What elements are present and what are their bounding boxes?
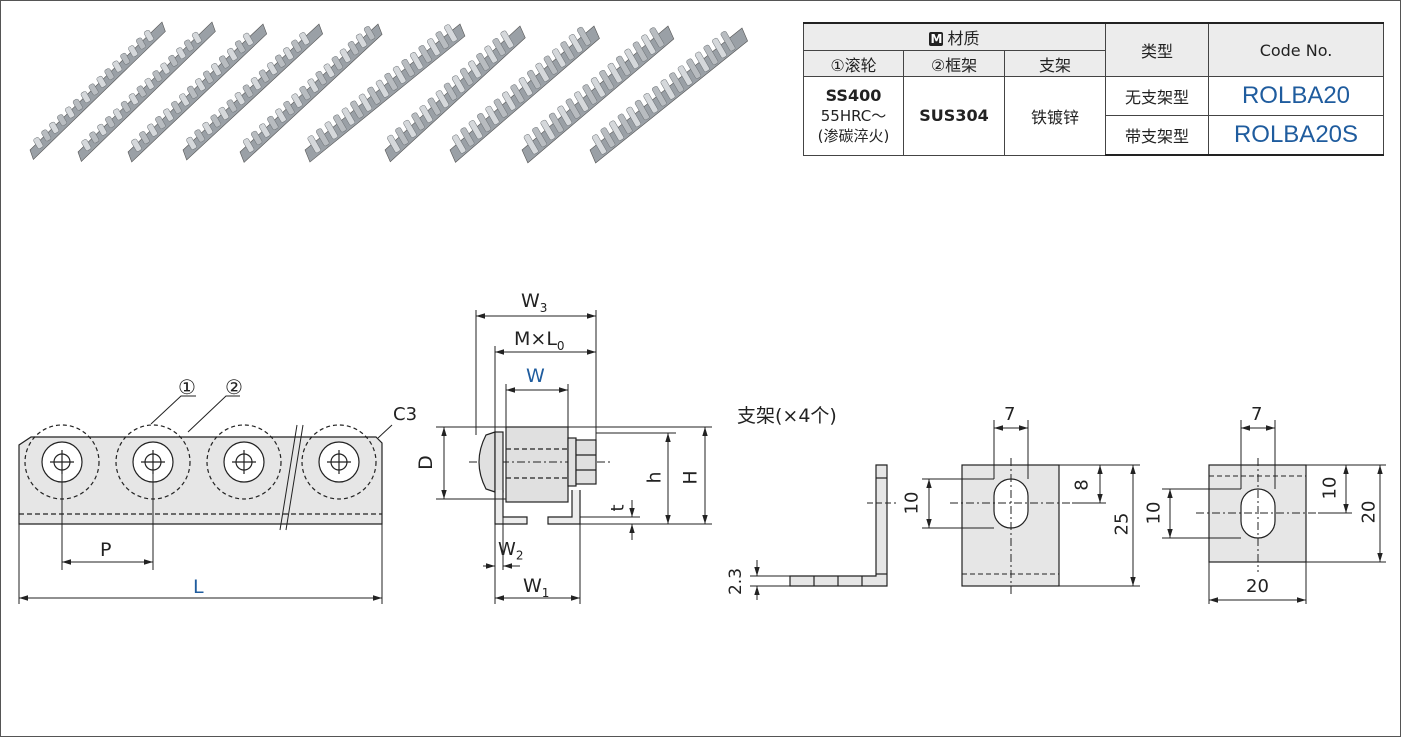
v1-width-label: 7: [1004, 404, 1016, 425]
roller-strip: [384, 25, 526, 163]
roller-callout: ①: [178, 375, 196, 399]
d-label: D: [414, 455, 437, 470]
h-big-label: H: [679, 470, 702, 485]
pitch-label: P: [100, 539, 112, 561]
v1-height-label: 25: [1111, 512, 1133, 536]
w3-label: W3: [521, 292, 547, 314]
material-header: 材质: [947, 29, 980, 48]
roller-strip: [29, 21, 166, 160]
bracket-side-view: [750, 464, 896, 600]
w2-label: W2: [498, 541, 523, 562]
bracket-title: 支架(×4个): [737, 405, 837, 427]
w1-label: W1: [523, 577, 549, 599]
roller-strip: [589, 27, 748, 164]
w1-sub: 1: [541, 585, 550, 600]
t-label: t: [607, 504, 629, 512]
v2-offset-label: 10: [1319, 476, 1341, 500]
bracket-header: 支架: [1004, 50, 1106, 77]
w-label: W: [526, 365, 545, 387]
length-label: L: [193, 576, 204, 598]
frame-material: SUS304: [903, 76, 1005, 156]
section-view: [436, 310, 712, 604]
v1-offset-label: 8: [1071, 479, 1093, 491]
roller-strip: [449, 25, 600, 163]
mxl-sub: 0: [556, 338, 565, 353]
mxl-text: M×L: [514, 328, 557, 350]
roller-3: [206, 424, 282, 500]
w2-sub: 2: [515, 548, 524, 563]
type-header: 类型: [1105, 22, 1209, 77]
mxl-label: M×L0: [514, 330, 565, 352]
roller-material-hardness: 55HRC～: [820, 106, 887, 125]
v2-height-label: 20: [1358, 500, 1380, 524]
material-badge: M: [929, 32, 944, 46]
w3-sub: 3: [539, 300, 548, 315]
roller-strip: [239, 23, 383, 163]
code-row-2: ROLBA20S: [1208, 115, 1384, 156]
v2-slot-label: 10: [1143, 501, 1165, 525]
code-header: Code No.: [1208, 22, 1384, 77]
bracket-thickness: 2.3: [726, 567, 747, 596]
frame-header: ②框架: [903, 50, 1005, 77]
chamfer-label: C3: [393, 404, 418, 425]
type-row-2: 带支架型: [1105, 115, 1209, 156]
roller-strip: [182, 23, 324, 161]
roller-strip: [127, 23, 268, 163]
roller-header: ①滚轮: [803, 50, 904, 77]
code-row-1: ROLBA20: [1208, 76, 1384, 116]
frame-callout: ②: [225, 375, 243, 399]
front-view: [18, 395, 393, 604]
w2-text: W: [498, 539, 516, 560]
bracket-front-view: [922, 420, 1140, 596]
roller-strip: [77, 21, 216, 162]
roller-material: SS400 55HRC～ (渗碳淬火): [803, 76, 904, 156]
w3-text: W: [521, 290, 540, 312]
type-row-1: 无支架型: [1105, 76, 1209, 116]
roller-strip: [304, 23, 466, 163]
h-small-label: h: [643, 471, 666, 484]
w1-text: W: [523, 575, 542, 597]
roller-material-treatment: (渗碳淬火): [817, 126, 890, 145]
roller-strip: [521, 25, 675, 164]
roller-material-grade: SS400: [825, 85, 882, 105]
roller-4: [301, 424, 377, 500]
v2-width-label: 7: [1251, 404, 1263, 425]
bracket-rear-view: [1162, 420, 1386, 604]
v1-slot-label: 10: [901, 491, 923, 515]
v2-bottom-label: 20: [1246, 576, 1269, 597]
